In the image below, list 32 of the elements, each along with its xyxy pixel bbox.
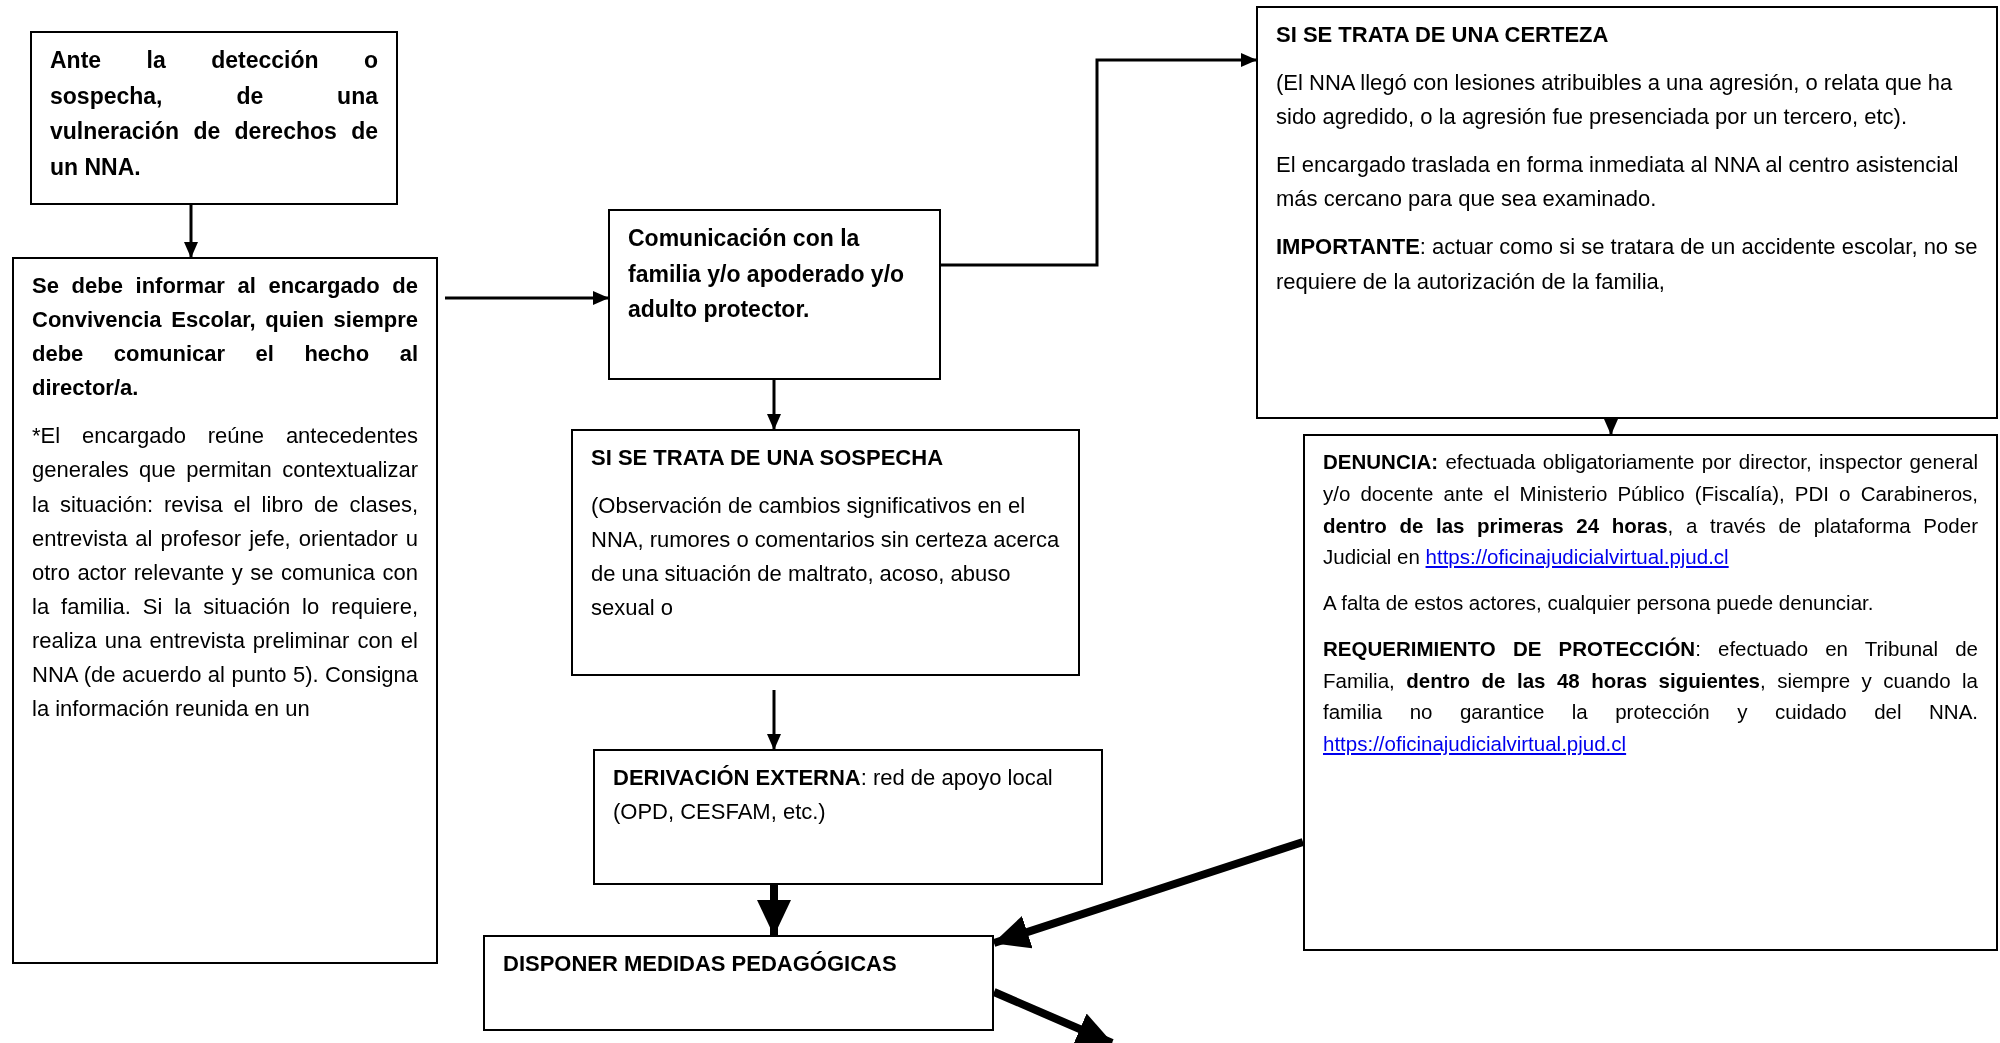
box-heading: Se debe informar al encargado de Convivencia Escolar, quien siempre debe comunicar el hecho al director/a. [32, 272, 418, 403]
arrow [1604, 419, 1618, 435]
box-text: DISPONER MEDIDAS PEDAGÓGICAS [503, 950, 898, 978]
web-link: https://oficinajudicialvirtual.pjud.cl [1323, 732, 1627, 756]
box-text: REQUERIMIENTO DE PROTECCIÓN: efectuado en Tribunal de Familia, dentro de las 48 horas siguientes, siempre y cuando la familia no garantice la protección y cuidado del NNA. https://oficinajudicialvirtual.pjud.cl [1323, 635, 1978, 758]
process-box [12, 257, 438, 964]
box-heading: SI SE TRATA DE UNA CERTEZA [1276, 21, 1610, 49]
box-text: El encargado traslada en forma inmediata al NNA al centro asistencial más cercano para que sea examinado. [1276, 151, 1960, 214]
box-text: *El encargado reúne antecedentes generales que permitan contextualizar la situación: revisa el libro de clases, entrevista al profesor jefe, orientador u otro actor relevante y se comunica con la familia. Si la situación lo requiere, realiza una entrevista preliminar con el NNA (de acuerdo al punto 5). Consigna la información reunida en un [32, 422, 418, 724]
process-box [483, 935, 994, 1031]
box-text: IMPORTANTE: actuar como si se tratara de un accidente escolar, no se requiere de la autorización de la familia, [1276, 233, 1978, 296]
box-text: Ante la detección o sospecha, de una vulneración de derechos de un NNA. [50, 46, 378, 182]
box-text: Comunicación con la familia y/o apoderado y/o adulto protector. [628, 224, 906, 325]
arrow [767, 380, 781, 430]
start-box [30, 31, 398, 205]
process-box [608, 209, 941, 380]
arrow [445, 291, 609, 305]
box-heading: SI SE TRATA DE UNA SOSPECHA [591, 444, 945, 472]
process-box [1303, 434, 1998, 951]
process-box [1256, 6, 1998, 419]
box-text: DENUNCIA: efectuada obligatoriamente por director, inspector general y/o docente ante el Ministerio Público (Fiscalía), PDI o Carabineros, dentro de las primeras 24 horas, a través de plataforma Poder Judicial en https://oficinajudicialvirtual.pjud.cl [1323, 449, 1978, 571]
process-box [593, 749, 1103, 885]
box-text: (Observación de cambios significativos en el NNA, rumores o comentarios sin certeza acerca de una situación de maltrato, acoso, abuso sexual o [591, 492, 1060, 623]
arrow [941, 53, 1257, 267]
arrow [757, 885, 791, 936]
box-text: A falta de estos actores, cualquier persona puede denunciar. [1323, 590, 1875, 617]
arrow [767, 690, 781, 750]
process-box [571, 429, 1080, 676]
arrow [184, 205, 198, 258]
web-link: https://oficinajudicialvirtual.pjud.cl [1425, 545, 1729, 569]
box-text: DERIVACIÓN EXTERNA: red de apoyo local (OPD, CESFAM, etc.) [613, 764, 1054, 827]
box-text: (El NNA llegó con lesiones atribuibles a una agresión, o relata que ha sido agredido, o la agresión fue presenciada por un tercero, etc). [1276, 69, 1954, 132]
